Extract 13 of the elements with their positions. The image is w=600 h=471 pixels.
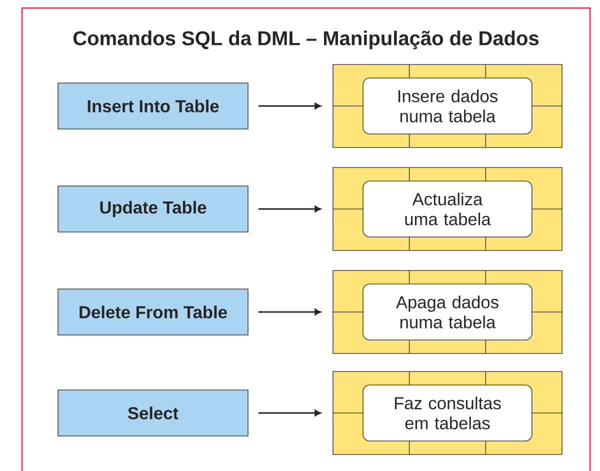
- command-box: Insert Into Table: [58, 82, 248, 130]
- command-box: Update Table: [58, 186, 248, 232]
- arrow: [258, 410, 321, 416]
- arrow: [258, 206, 321, 212]
- description-box: Apaga dados numa tabela: [362, 284, 532, 340]
- title: Comandos SQL da DML – Manipulação de Dados: [73, 30, 539, 50]
- command-box: Select: [58, 390, 248, 436]
- description-box: Faz consultas em tabelas: [362, 384, 532, 442]
- arrow: [258, 102, 321, 110]
- description-box: Actualiza uma tabela: [362, 180, 532, 238]
- description-box: Insere dados numa tabela: [362, 78, 532, 134]
- arrow: [258, 308, 321, 316]
- command-box: Delete From Table: [58, 288, 248, 336]
